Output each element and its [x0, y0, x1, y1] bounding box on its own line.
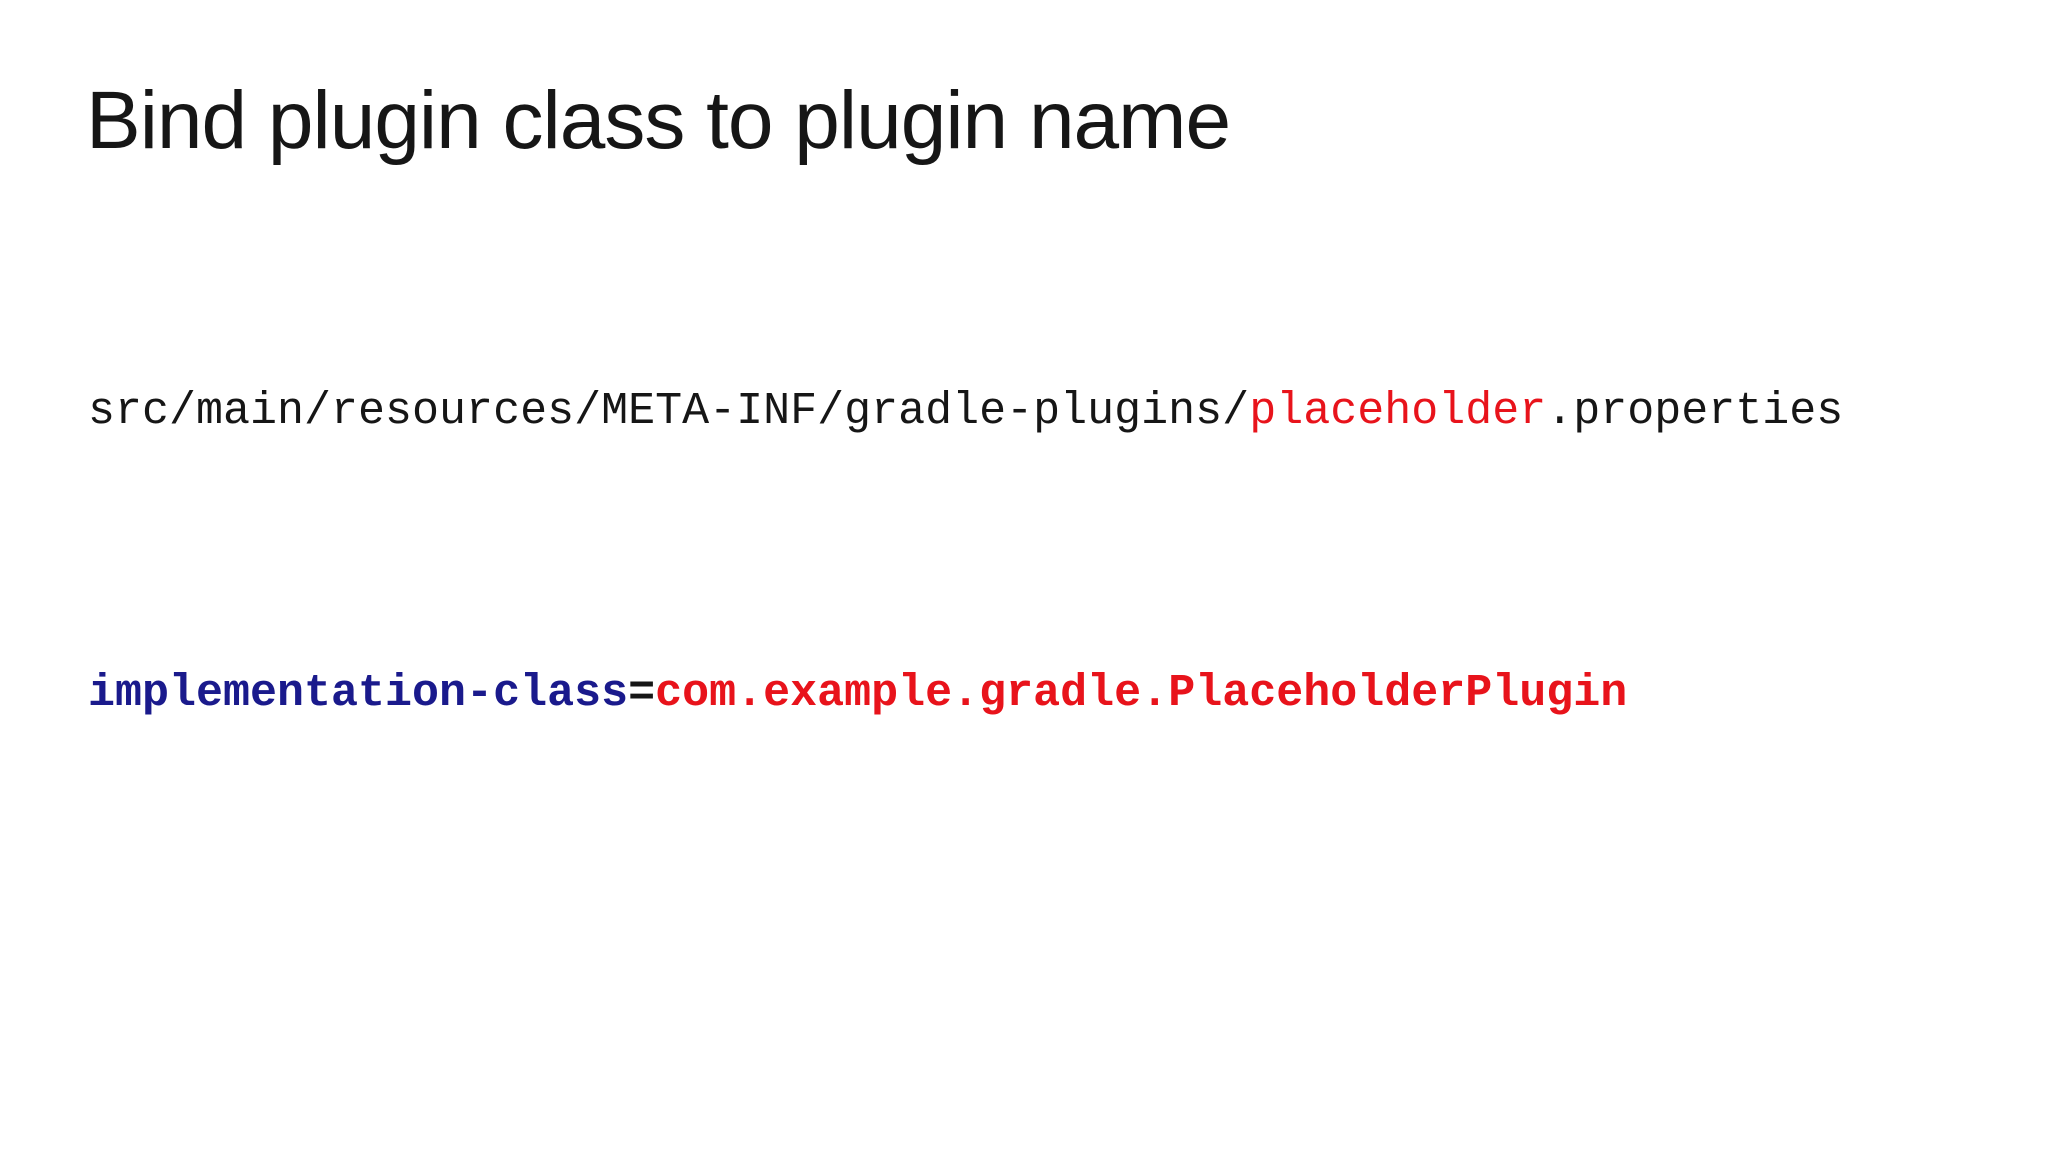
properties-equals-sign: =: [628, 668, 656, 719]
properties-key: implementation-class: [88, 668, 629, 719]
file-path-line: src/main/resources/META-INF/gradle-plugi…: [88, 389, 1843, 434]
properties-line: implementation-class=com.example.gradle.…: [88, 671, 1627, 716]
properties-value: com.example.gradle.PlaceholderPlugin: [655, 668, 1628, 719]
file-path-prefix: src/main/resources/META-INF/gradle-plugi…: [88, 386, 1250, 437]
file-path-plugin-id: placeholder: [1249, 386, 1547, 437]
slide-title: Bind plugin class to plugin name: [86, 75, 1231, 166]
file-path-suffix: .properties: [1546, 386, 1844, 437]
